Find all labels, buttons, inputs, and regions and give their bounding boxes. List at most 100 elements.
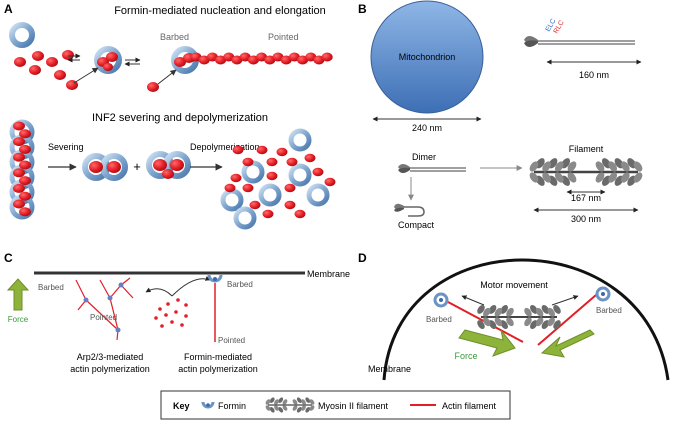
myosin-head [305, 397, 311, 403]
barbed-label: Barbed [426, 315, 452, 324]
myosin-head [265, 399, 271, 405]
actin-monomer [262, 209, 274, 219]
actin-subunit [19, 129, 31, 139]
membrane-label: Membrane [307, 269, 350, 279]
myosin-head [301, 399, 306, 405]
myosin-head [608, 172, 618, 183]
actin-subunit [13, 137, 25, 147]
barbed-label: Barbed [596, 306, 622, 315]
myosin-head [309, 405, 315, 411]
actin-monomer [276, 147, 288, 157]
actin-subunit [190, 52, 202, 62]
actin-subunit [215, 55, 227, 65]
myosin-head [494, 307, 503, 317]
myosin-head [500, 320, 508, 330]
myosin-head [529, 161, 539, 172]
compact-label: Compact [398, 220, 435, 230]
elongating-filament [171, 46, 199, 74]
actin-subunit [19, 207, 31, 217]
myosin-head [595, 172, 605, 183]
key-formin: Formin [218, 401, 246, 411]
panel-a: A Formin-mediated nucleation and elongat… [4, 2, 336, 230]
myosin-head [620, 161, 630, 172]
inf2-ring [258, 183, 282, 207]
bare-zone-length: 167 nm [571, 193, 601, 203]
myosin-head [309, 399, 315, 405]
barbed-label: Barbed [160, 32, 189, 42]
myosin-compact [394, 203, 425, 217]
myosin-head [567, 172, 577, 183]
severing-label: Severing [48, 142, 84, 152]
myosin-head [535, 307, 544, 317]
pointed-label: Pointed [268, 32, 299, 42]
monomer-flux-arrow [171, 276, 211, 297]
myosin-head [547, 307, 555, 317]
severed-fragment [82, 153, 128, 181]
myosin-head [296, 397, 302, 403]
actin-subunit [297, 55, 309, 65]
myosin-filament [477, 304, 561, 330]
actin-subunit [223, 52, 235, 62]
filament-length: 300 nm [571, 214, 601, 224]
actin-monomer [242, 183, 254, 193]
actin-filament-top [190, 52, 333, 65]
actin-subunit [19, 144, 31, 154]
actin-subunit [198, 55, 210, 65]
myosin-head [488, 320, 497, 330]
mitochondrion-label: Mitochondrion [399, 52, 456, 62]
inf2-decorated-filament [9, 119, 35, 220]
actin-monomer [232, 145, 244, 155]
myosin-head [553, 320, 561, 330]
formin-icon [207, 274, 223, 283]
actin-subunit [19, 176, 31, 186]
panel-c: C Membrane Force Barbed Pointed Arp2/3-m… [4, 251, 350, 374]
membrane [382, 258, 670, 381]
panel-d-letter: D [358, 251, 367, 265]
actin-subunit [13, 121, 25, 131]
myosin-filament [529, 158, 643, 186]
actin-subunit [19, 160, 31, 170]
actin-monomer [312, 167, 324, 177]
actin-monomer-cloud [154, 298, 188, 328]
myosin-head [541, 304, 550, 314]
myosin-head [278, 407, 284, 413]
myosin-head [541, 320, 550, 330]
actin-subunit [313, 55, 325, 65]
myosin-head [567, 161, 577, 172]
arp23-complex [83, 282, 124, 333]
formin-label-line2: actin polymerization [178, 364, 258, 374]
formin-icon [595, 286, 611, 302]
myosin-length: 160 nm [579, 70, 609, 80]
actin-monomer [324, 177, 336, 187]
actin-subunit [321, 52, 333, 62]
plus-sign: + [133, 159, 141, 174]
actin-subunit [256, 52, 268, 62]
actin-monomer [224, 183, 236, 193]
actin-monomer [284, 183, 296, 193]
motor-movement-label: Motor movement [480, 280, 548, 290]
myosin-head [595, 161, 605, 172]
actin-subunit [13, 168, 25, 178]
arp23-network [75, 277, 134, 341]
actin-subunit [288, 52, 300, 62]
myosin-head [535, 317, 544, 327]
formin-icon [201, 401, 215, 409]
myosin-head [301, 405, 306, 411]
actin-monomer [266, 171, 278, 181]
myosin-head [269, 397, 275, 403]
arrow [73, 67, 99, 84]
actin-subunit [19, 191, 31, 201]
actin-subunit [264, 55, 276, 65]
actin-monomer [147, 82, 159, 92]
pointed-label: Pointed [90, 313, 117, 322]
panel-a-title-bottom: INF2 severing and depolymerization [92, 112, 268, 124]
myosin-head [488, 304, 497, 314]
myosin-head [506, 317, 514, 327]
key-myosin: Myosin II filament [318, 401, 389, 411]
formin-label-line1: Formin-mediated [184, 352, 252, 362]
actin-filament [537, 294, 597, 346]
myosin-head [542, 172, 552, 183]
formin-nucleus [94, 46, 122, 74]
